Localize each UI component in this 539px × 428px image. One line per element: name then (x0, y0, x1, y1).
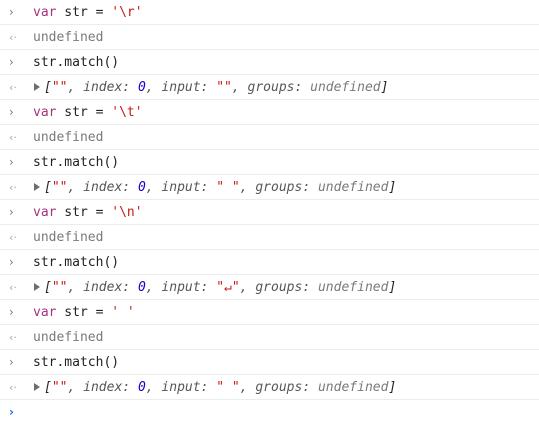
groups-label: , groups: (239, 279, 318, 295)
index-value: 0 (137, 79, 146, 95)
chevron-right-icon: › (9, 55, 14, 69)
triangle-right-icon[interactable] (34, 83, 40, 91)
triangle-right-icon[interactable] (34, 183, 40, 191)
result-undefined: undefined (33, 129, 104, 145)
input-value: "↵" (216, 279, 240, 295)
console-result-row: ‹· undefined (0, 25, 539, 50)
index-value: 0 (137, 179, 146, 195)
triangle-right-icon[interactable] (34, 383, 40, 391)
string-literal: '\t' (111, 104, 143, 120)
chevron-right-icon: › (9, 355, 14, 369)
match-array-preview[interactable]: ["", index: 0, input: " ", groups: undef… (44, 180, 396, 195)
console-result-row: ‹· ["", index: 0, input: " ", groups: un… (0, 175, 539, 200)
string-literal: '\r' (111, 4, 143, 20)
keyword-var: var (33, 304, 57, 320)
groups-value: undefined (317, 279, 389, 295)
console-input-row[interactable]: › str.match() (0, 250, 539, 275)
return-arrow-icon: ‹· (9, 230, 17, 244)
array-open-bracket: [ (44, 279, 52, 295)
return-arrow-icon: ‹· (9, 180, 17, 194)
array-close-bracket: ] (388, 279, 397, 295)
triangle-right-icon[interactable] (34, 283, 40, 291)
array-element: "" (51, 379, 68, 395)
console-prompt-row[interactable]: › (0, 400, 539, 425)
input-label: , input: (145, 179, 217, 195)
match-call-text: str.match() (33, 254, 120, 270)
console-result-row: ‹· undefined (0, 325, 539, 350)
array-open-bracket: [ (44, 179, 52, 195)
groups-label: , groups: (239, 179, 318, 195)
return-arrow-icon: ‹· (9, 280, 17, 294)
groups-label: , groups: (239, 379, 318, 395)
keyword-var: var (33, 204, 57, 220)
input-value: " " (216, 179, 240, 195)
array-open-bracket: [ (44, 79, 52, 95)
input-value: " " (216, 379, 240, 395)
return-arrow-icon: ‹· (9, 80, 17, 94)
result-undefined: undefined (33, 29, 104, 45)
assignment-text: str = (56, 204, 112, 220)
groups-value: undefined (317, 179, 389, 195)
array-element: "" (51, 179, 68, 195)
console-input-row[interactable]: › var str = '\r' (0, 0, 539, 25)
console-input-row[interactable]: › str.match() (0, 350, 539, 375)
chevron-right-icon: › (9, 205, 14, 219)
keyword-var: var (33, 4, 57, 20)
console-result-row: ‹· ["", index: 0, input: "↵", groups: un… (0, 275, 539, 300)
assignment-text: str = (56, 304, 112, 320)
array-close-bracket: ] (380, 79, 389, 95)
array-element: "" (51, 279, 68, 295)
assignment-text: str = (56, 104, 112, 120)
return-arrow-icon: ‹· (9, 380, 17, 394)
console-result-row: ‹· undefined (0, 125, 539, 150)
return-arrow-icon: ‹· (9, 330, 17, 344)
console-input-row[interactable]: › str.match() (0, 50, 539, 75)
input-value: "" (216, 79, 232, 95)
index-label: , index: (67, 179, 138, 195)
console-input-row[interactable]: › var str = '\t' (0, 100, 539, 125)
match-array-preview[interactable]: ["", index: 0, input: "↵", groups: undef… (44, 280, 396, 295)
console-input-row[interactable]: › var str = ' ' (0, 300, 539, 325)
console-input-row[interactable]: › var str = '\n' (0, 200, 539, 225)
match-array-preview[interactable]: ["", index: 0, input: "", groups: undefi… (44, 80, 388, 95)
groups-value: undefined (310, 79, 381, 95)
chevron-right-icon: › (9, 5, 14, 19)
console-input-row[interactable]: › str.match() (0, 150, 539, 175)
chevron-right-icon: › (9, 155, 14, 169)
keyword-var: var (33, 104, 57, 120)
console-result-row: ‹· undefined (0, 225, 539, 250)
input-label: , input: (145, 379, 217, 395)
console-result-row: ‹· ["", index: 0, input: " ", groups: un… (0, 375, 539, 400)
array-close-bracket: ] (388, 379, 397, 395)
match-call-text: str.match() (33, 54, 120, 70)
chevron-right-icon: › (9, 255, 14, 269)
groups-value: undefined (317, 379, 389, 395)
groups-label: , groups: (231, 79, 311, 95)
input-label: , input: (145, 279, 217, 295)
index-value: 0 (137, 379, 146, 395)
console-result-row: ‹· ["", index: 0, input: "", groups: und… (0, 75, 539, 100)
chevron-right-icon: › (9, 305, 14, 319)
index-label: , index: (67, 79, 138, 95)
chevron-right-icon: › (9, 105, 14, 119)
array-open-bracket: [ (44, 379, 52, 395)
index-label: , index: (67, 379, 138, 395)
return-arrow-icon: ‹· (9, 30, 17, 44)
assignment-text: str = (56, 4, 112, 20)
string-literal: ' ' (111, 304, 135, 320)
match-call-text: str.match() (33, 154, 120, 170)
match-array-preview[interactable]: ["", index: 0, input: " ", groups: undef… (44, 380, 396, 395)
match-call-text: str.match() (33, 354, 120, 370)
index-label: , index: (67, 279, 138, 295)
index-value: 0 (137, 279, 146, 295)
string-literal: '\n' (111, 204, 143, 220)
chevron-right-icon: › (9, 405, 14, 419)
return-arrow-icon: ‹· (9, 130, 17, 144)
result-undefined: undefined (33, 229, 104, 245)
result-undefined: undefined (33, 329, 104, 345)
array-element: "" (51, 79, 68, 95)
input-label: , input: (145, 79, 217, 95)
array-close-bracket: ] (388, 179, 397, 195)
